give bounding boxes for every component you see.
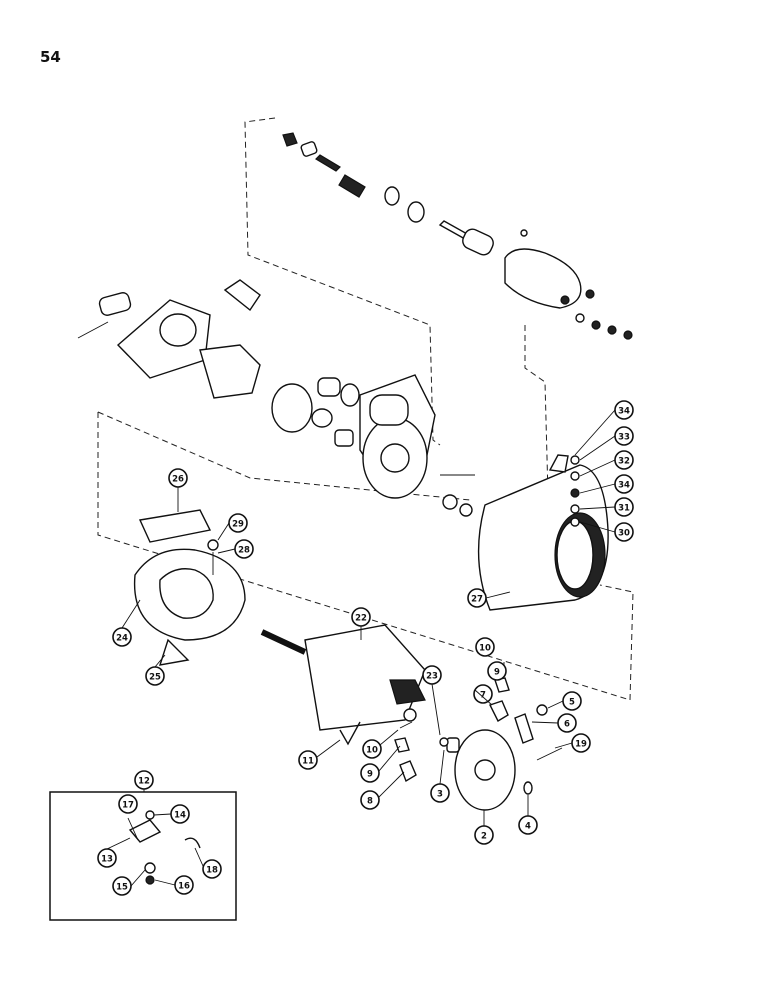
callout-18: 18: [202, 859, 222, 879]
svg-text:11: 11: [302, 757, 314, 767]
svg-text:15: 15: [116, 883, 128, 893]
callout-10-b: 10: [362, 739, 382, 759]
svg-text:14: 14: [174, 811, 186, 821]
svg-text:24: 24: [116, 634, 128, 644]
callout-33: 33: [614, 426, 634, 446]
svg-text:9: 9: [367, 770, 373, 780]
callout-30: 30: [614, 522, 634, 542]
callout-8: 8: [360, 790, 380, 810]
svg-text:5: 5: [569, 698, 575, 708]
svg-text:10: 10: [479, 644, 491, 654]
svg-text:28: 28: [238, 546, 250, 556]
svg-text:34: 34: [618, 481, 630, 491]
callout-32: 32: [614, 450, 634, 470]
callout-17: 17: [118, 794, 138, 814]
callout-15: 15: [112, 876, 132, 896]
page-number: 54: [40, 48, 61, 66]
bracket-stack: [548, 454, 580, 527]
svg-text:8: 8: [367, 797, 373, 807]
callout-22: 22: [351, 607, 371, 627]
callout-4: 4: [518, 815, 538, 835]
callout-19: 19: [571, 733, 591, 753]
svg-text:29: 29: [232, 520, 244, 530]
solenoid-assembly: [282, 132, 633, 340]
callout-7: 7: [473, 684, 493, 704]
svg-text:6: 6: [564, 720, 570, 730]
svg-text:25: 25: [149, 673, 161, 683]
svg-text:13: 13: [101, 855, 113, 865]
callout-9-b: 9: [360, 763, 380, 783]
svg-text:27: 27: [471, 595, 483, 605]
callout-28: 28: [234, 539, 254, 559]
callout-25: 25: [145, 666, 165, 686]
callout-13: 13: [97, 848, 117, 868]
callout-23: 23: [422, 665, 442, 685]
svg-text:12: 12: [138, 777, 150, 787]
inset-box: [49, 791, 237, 921]
solenoid-group-outline: [244, 117, 441, 446]
svg-text:9: 9: [494, 668, 500, 678]
callout-16: 16: [174, 875, 194, 895]
field-coil-assembly: [133, 509, 246, 666]
drive-housing-assembly: [77, 279, 475, 517]
svg-text:4: 4: [525, 822, 531, 832]
svg-text:7: 7: [480, 691, 486, 701]
callout-14: 14: [170, 804, 190, 824]
field-frame: [477, 464, 609, 611]
svg-text:10: 10: [366, 746, 378, 756]
callout-27: 27: [467, 588, 487, 608]
svg-text:31: 31: [618, 504, 630, 514]
armature: [260, 624, 426, 731]
svg-text:30: 30: [618, 529, 630, 539]
svg-text:22: 22: [355, 614, 367, 624]
callout-24: 24: [112, 627, 132, 647]
end-plate: [339, 662, 563, 811]
callout-12: 12: [134, 770, 154, 790]
solenoid-bracket-dash: [524, 325, 549, 496]
callout-6: 6: [557, 713, 577, 733]
svg-text:16: 16: [178, 882, 190, 892]
svg-text:32: 32: [618, 457, 630, 467]
svg-text:18: 18: [206, 866, 218, 876]
frame-group-outline: [97, 412, 634, 701]
callout-5: 5: [562, 691, 582, 711]
inset-parts: [127, 810, 201, 885]
callout-3: 3: [430, 783, 450, 803]
svg-text:3: 3: [437, 790, 443, 800]
svg-text:23: 23: [426, 672, 438, 682]
svg-text:2: 2: [481, 832, 487, 842]
callout-26: 26: [168, 468, 188, 488]
callout-34-a: 34: [614, 400, 634, 420]
callout-29: 29: [228, 513, 248, 533]
callout-31: 31: [614, 497, 634, 517]
callout-9-a: 9: [487, 661, 507, 681]
callout-10-a: 10: [475, 637, 495, 657]
callout-34-b: 34: [614, 474, 634, 494]
svg-text:33: 33: [618, 433, 630, 443]
svg-text:19: 19: [575, 740, 587, 750]
svg-text:34: 34: [618, 407, 630, 417]
svg-text:17: 17: [122, 801, 134, 811]
svg-text:26: 26: [172, 475, 184, 485]
callout-11: 11: [298, 750, 318, 770]
callout-2: 2: [474, 825, 494, 845]
